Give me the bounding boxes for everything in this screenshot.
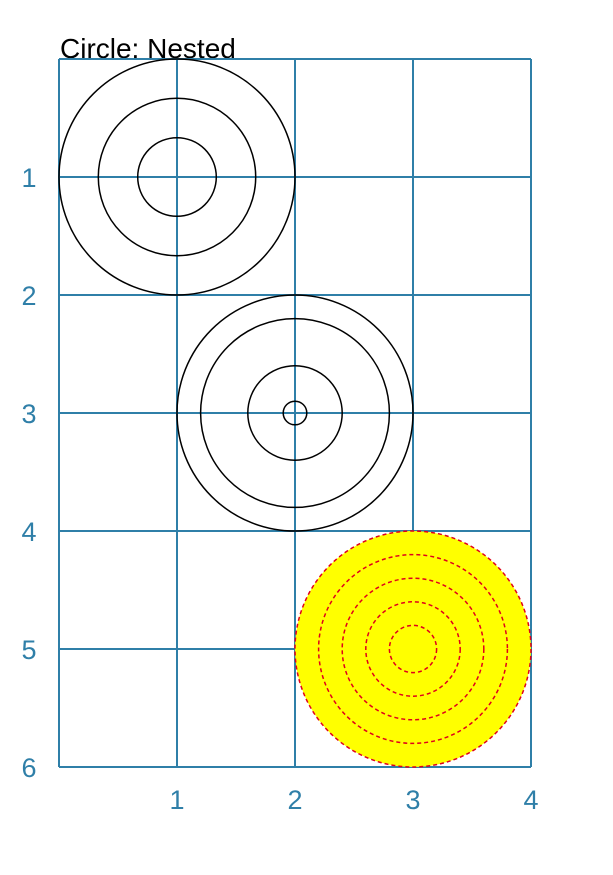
circle-second — [199, 317, 391, 509]
nested-circles-filled — [294, 530, 532, 768]
circle-innermost — [282, 400, 308, 426]
x-tick-label: 2 — [287, 785, 302, 815]
dashed-ring-3 — [341, 577, 485, 721]
circle-outer — [176, 294, 414, 532]
dashed-ring-5 — [388, 624, 438, 674]
y-tick-labels: 1 2 3 4 5 6 — [21, 163, 36, 783]
circle-middle — [97, 97, 257, 257]
y-tick-label: 4 — [21, 517, 36, 547]
nested-circles-1 — [58, 58, 296, 296]
circle-inner — [136, 136, 218, 218]
nested-circles-2 — [176, 294, 414, 532]
y-tick-label: 3 — [21, 399, 36, 429]
dashed-ring-4 — [365, 601, 461, 697]
x-tick-label: 4 — [523, 785, 538, 815]
y-tick-label: 5 — [21, 635, 36, 665]
y-tick-label: 1 — [21, 163, 36, 193]
dashed-ring-2 — [317, 553, 509, 745]
circle-outer — [58, 58, 296, 296]
y-tick-label: 2 — [21, 281, 36, 311]
filled-circle-outer — [294, 530, 532, 768]
y-tick-label: 6 — [21, 753, 36, 783]
x-tick-label: 1 — [169, 785, 184, 815]
circle-third — [247, 365, 343, 461]
x-tick-labels: 1 2 3 4 — [169, 785, 538, 815]
x-tick-label: 3 — [405, 785, 420, 815]
